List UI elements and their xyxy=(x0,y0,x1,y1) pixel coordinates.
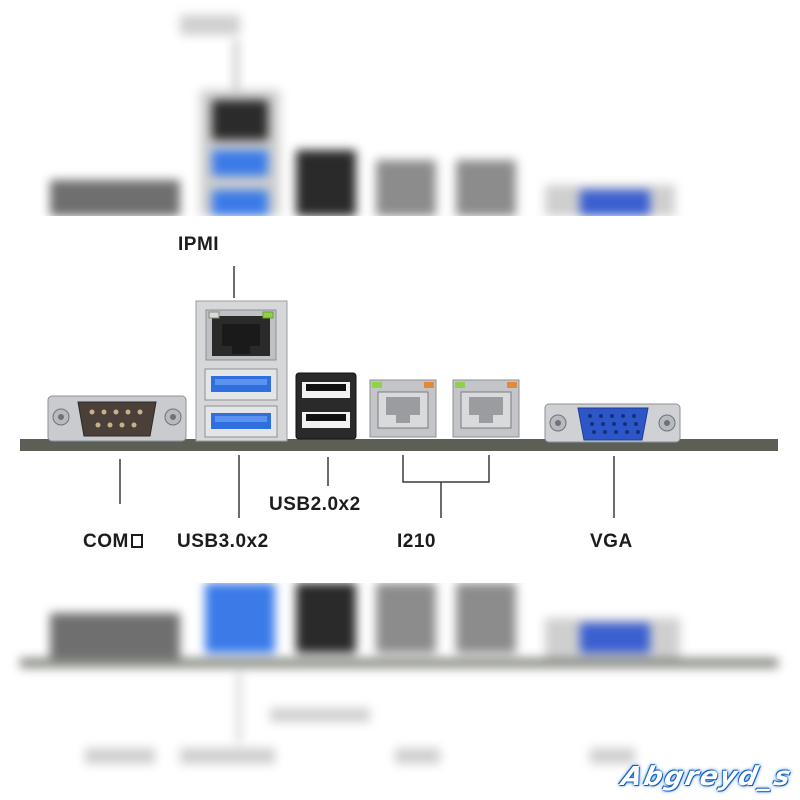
i210-bracket-line xyxy=(402,455,490,483)
top-blurred-band xyxy=(0,0,800,216)
top-blurred-ports xyxy=(0,0,800,216)
com-label: COM xyxy=(83,531,143,553)
usb2-stack xyxy=(295,372,357,440)
com-port xyxy=(47,395,187,442)
watermark-logo: Abgreyd_s xyxy=(618,762,796,792)
bottom-blurred-band xyxy=(0,583,800,800)
vga-label: VGA xyxy=(590,531,633,552)
io-panel-diagram: IPMI COM USB3.0x2 USB2.0x2 I210 VGA xyxy=(0,216,800,583)
io-panel-illustration xyxy=(20,266,778,518)
i210-lan-port-2 xyxy=(452,379,520,438)
bottom-blurred-ports xyxy=(0,583,800,800)
ipmi-label: IPMI xyxy=(178,234,220,255)
leader-lines xyxy=(119,266,615,518)
usb2-label: USB2.0x2 xyxy=(269,494,361,515)
ipmi-usb3-stack xyxy=(195,300,288,442)
com-label-text: COM xyxy=(83,531,129,552)
i210-lan-port-1 xyxy=(369,379,437,438)
usb3-label: USB3.0x2 xyxy=(177,531,269,552)
vga-port xyxy=(544,403,681,443)
i210-label: I210 xyxy=(397,531,436,552)
com-number-glyph-box xyxy=(130,534,143,548)
